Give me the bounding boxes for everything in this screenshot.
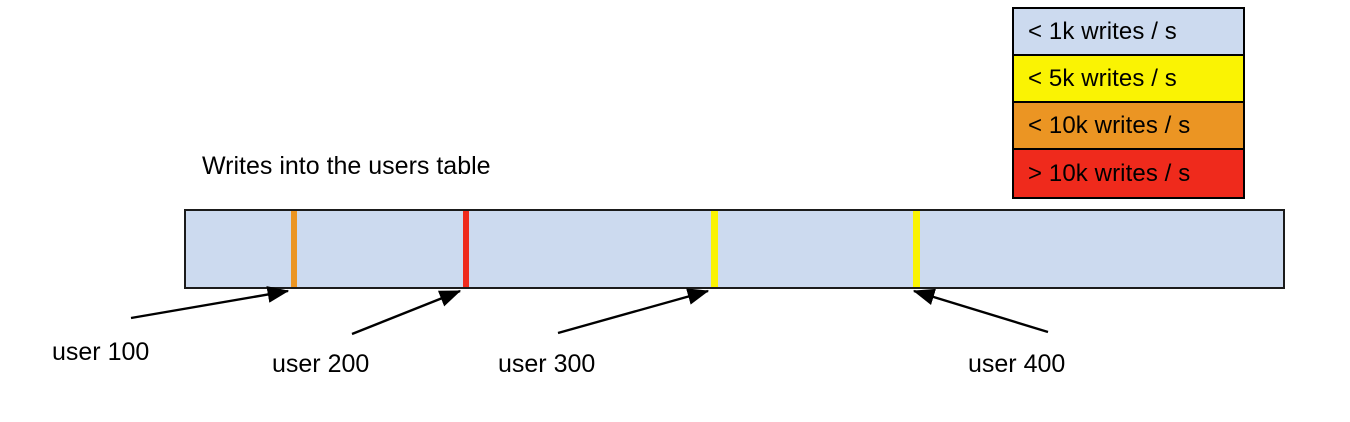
stripe-user-100 — [291, 211, 297, 287]
legend-label-under-1k: < 1k writes / s — [1028, 17, 1177, 45]
arrow-user-100 — [130, 286, 290, 320]
stripe-user-200 — [463, 211, 469, 287]
legend-row-under-5k: < 5k writes / s — [1014, 56, 1243, 103]
users-table-keyspace-bar — [184, 209, 1285, 289]
writes-legend: < 1k writes / s < 5k writes / s < 10k wr… — [1012, 7, 1245, 199]
legend-row-over-10k: > 10k writes / s — [1014, 150, 1243, 197]
label-user-400: user 400 — [968, 350, 1066, 378]
arrow-user-400 — [912, 288, 1049, 334]
arrow-user-300 — [557, 288, 710, 335]
legend-label-over-10k: > 10k writes / s — [1028, 159, 1191, 187]
stripe-user-300 — [711, 211, 718, 287]
stripe-user-400 — [913, 211, 920, 287]
label-user-100: user 100 — [52, 338, 150, 366]
arrow-user-200 — [351, 289, 462, 336]
legend-label-under-10k: < 10k writes / s — [1028, 111, 1191, 139]
legend-row-under-1k: < 1k writes / s — [1014, 9, 1243, 56]
legend-row-under-10k: < 10k writes / s — [1014, 103, 1243, 150]
legend-label-under-5k: < 5k writes / s — [1028, 64, 1177, 92]
label-user-200: user 200 — [272, 350, 370, 378]
label-user-300: user 300 — [498, 350, 596, 378]
diagram-caption: Writes into the users table — [202, 152, 491, 180]
